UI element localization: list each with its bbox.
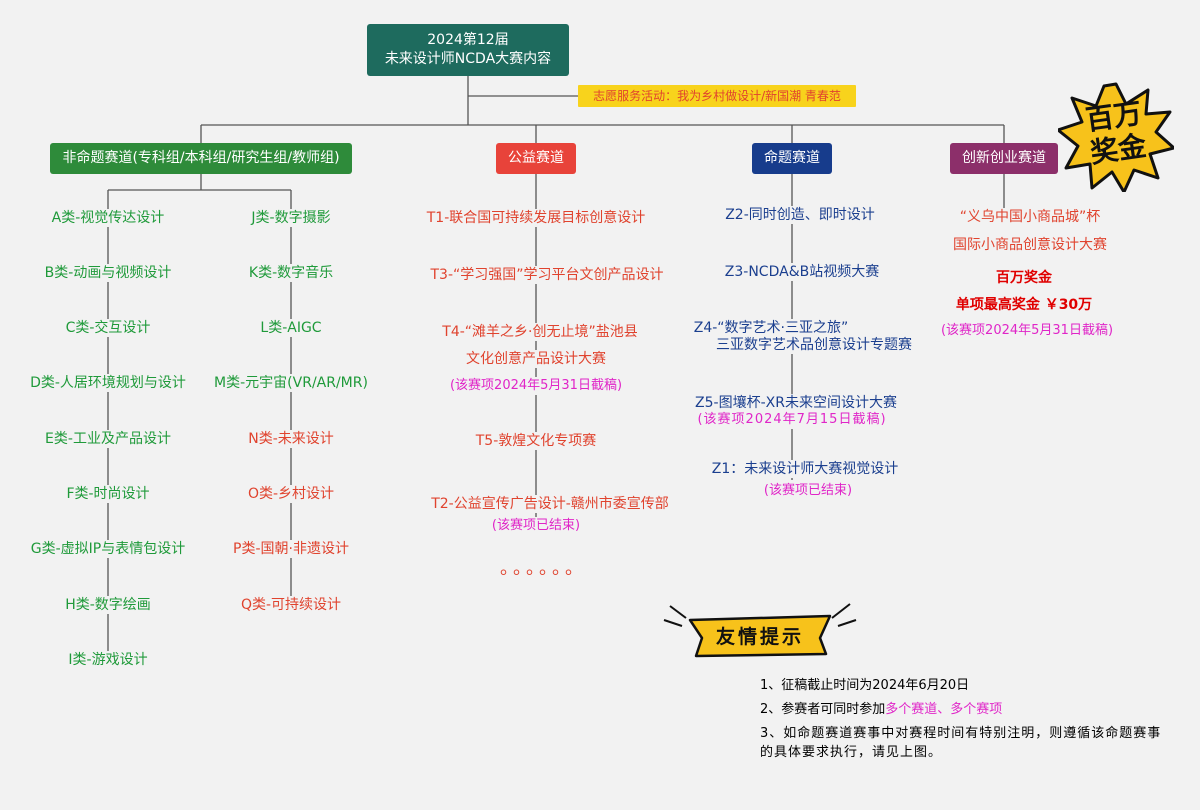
item-z3: Z3-NCDA&B站视频大赛: [721, 263, 883, 281]
category-g: G类-虚拟IP与表情包设计: [27, 540, 189, 558]
more-ellipsis: 。。。。。。: [500, 558, 587, 579]
category-c: C类-交互设计: [62, 319, 154, 337]
volunteer-text: 志愿服务活动：我为乡村做设计/新国潮 青春范: [593, 88, 841, 103]
item-z4-line1: Z4-“数字艺术·三亚之旅”: [690, 319, 852, 337]
note-2-highlight: 多个赛道、多个赛项: [885, 702, 1003, 717]
item-z1: Z1：未来设计师大赛视觉设计: [708, 460, 902, 478]
category-h: H类-数字绘画: [62, 596, 154, 614]
item-t2: T2-公益宣传广告设计-赣州市委宣传部: [428, 495, 672, 513]
category-a: A类-视觉传达设计: [48, 209, 168, 227]
item-z5-note: (该赛项2024年7月15日截稿): [694, 411, 890, 429]
category-n: N类-未来设计: [245, 430, 337, 448]
item-t4-line1: T4-“滩羊之乡·创无止境”盐池县: [439, 323, 641, 341]
root-title-line1: 2024第12届: [427, 32, 509, 49]
note-1: 1、征稿截止时间为2024年6月20日: [760, 678, 970, 693]
track-innovation: 创新创业赛道: [950, 143, 1058, 174]
track-public-welfare: 公益赛道: [496, 143, 576, 174]
item-t2-note: (该赛项已结束): [488, 517, 584, 535]
item-t1: T1-联合国可持续发展目标创意设计: [423, 209, 649, 227]
item-z1-note: (该赛项已结束): [760, 482, 856, 500]
item-z2: Z2-同时创造、即时设计: [722, 206, 878, 224]
volunteer-banner: 志愿服务活动：我为乡村做设计/新国潮 青春范: [578, 85, 856, 107]
million-prize-badge: 百万 奖金: [1056, 82, 1176, 194]
innovation-prize: 百万奖金: [993, 269, 1055, 287]
note-2-prefix: 2、参赛者可同时参加: [760, 702, 886, 717]
item-t4-note: (该赛项2024年5月31日截稿): [446, 377, 626, 395]
category-p: P类-国朝·非遗设计: [230, 540, 352, 558]
innovation-line2: 国际小商品创意设计大赛: [950, 236, 1110, 254]
innovation-note: (该赛项2024年5月31日截稿): [937, 322, 1117, 340]
category-e: E类-工业及产品设计: [42, 430, 174, 448]
category-d: D类-人居环境规划与设计: [27, 374, 189, 392]
item-t3: T3-“学习强国”学习平台文创产品设计: [427, 266, 667, 284]
note-2: 2、参赛者可同时参加多个赛道、多个赛项: [760, 701, 1002, 719]
tips-ribbon-icon: [663, 603, 857, 658]
track-topic-label: 命题赛道: [764, 150, 820, 167]
tips-title: 友情提示: [715, 626, 804, 648]
category-f: F类-时尚设计: [63, 485, 153, 503]
track-public-welfare-label: 公益赛道: [508, 150, 564, 167]
item-t4-line2: 文化创意产品设计大赛: [463, 350, 609, 368]
category-l: L类-AIGC: [257, 319, 325, 337]
track-topic: 命题赛道: [752, 143, 832, 174]
root-title-line2: 未来设计师NCDA大赛内容: [384, 51, 552, 67]
category-m: M类-元宇宙(VR/AR/MR): [211, 374, 371, 392]
category-k: K类-数字音乐: [245, 264, 337, 282]
category-b: B类-动画与视频设计: [41, 264, 175, 282]
track-innovation-label: 创新创业赛道: [962, 150, 1046, 167]
track-non-topic: 非命题赛道(专科组/本科组/研究生组/教师组): [50, 143, 352, 174]
friendly-tips-badge: 友情提示: [660, 598, 860, 664]
item-z5: Z5-图壤杯-XR未来空间设计大赛: [692, 394, 900, 412]
category-q: Q类-可持续设计: [237, 596, 345, 614]
note-3: 3、如命题赛道赛事中对赛程时间有特别注明，则遵循该命题赛事的具体要求执行，请见上…: [760, 726, 1162, 760]
innovation-line1: “义乌中国小商品城”杯: [956, 208, 1104, 226]
track-non-topic-label: 非命题赛道(专科组/本科组/研究生组/教师组): [62, 150, 340, 167]
innovation-max: 单项最高奖金 ￥30万: [952, 296, 1096, 314]
item-t5: T5-敦煌文化专项赛: [472, 432, 600, 450]
starburst-icon: [1056, 82, 1176, 194]
root-title-box: 2024第12届 未来设计师NCDA大赛内容: [367, 24, 569, 76]
category-o: O类-乡村设计: [244, 485, 338, 503]
category-j: J类-数字摄影: [248, 209, 334, 227]
item-z4-line2: 三亚数字艺术品创意设计专题赛: [713, 336, 915, 354]
category-i: I类-游戏设计: [65, 651, 151, 669]
